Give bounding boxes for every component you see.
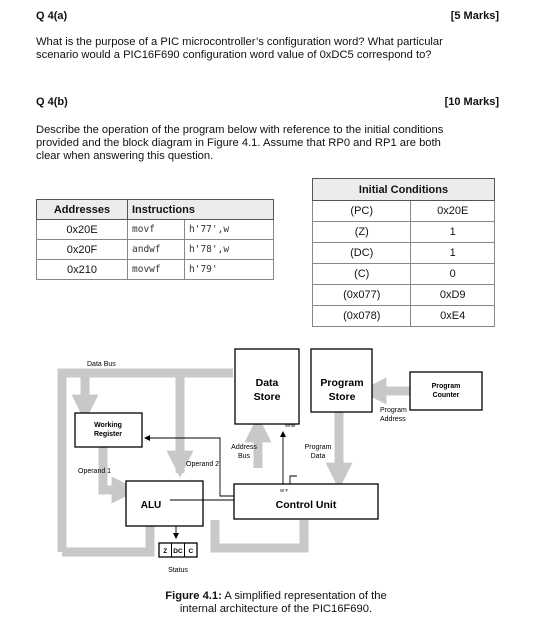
q4a-marks: [5 Marks] bbox=[450, 10, 499, 22]
status-register-box bbox=[158, 542, 198, 558]
initial-conditions-table: Initial Conditions (PC) 0x20E (Z) 1 (DC)… bbox=[311, 178, 495, 327]
condition-value: 1 bbox=[410, 242, 495, 264]
table-row: 0x210 movwf h'79' bbox=[36, 259, 274, 280]
instructions-header: Instructions bbox=[127, 199, 274, 220]
table-row: 0x20E movf h'77',w bbox=[36, 219, 274, 240]
condition-value: 0xD9 bbox=[410, 284, 495, 306]
condition-name: (C) bbox=[311, 263, 412, 285]
flag-c-label: C bbox=[188, 548, 193, 555]
data-store-box bbox=[234, 348, 300, 425]
operand-cell: h'78',w bbox=[184, 239, 274, 260]
bus-arrows bbox=[57, 368, 410, 557]
program-counter-box bbox=[409, 371, 483, 411]
opcode-cell: andwf bbox=[127, 239, 185, 260]
working-register-box bbox=[74, 412, 143, 448]
flag-dc-label: DC bbox=[173, 548, 183, 555]
address-bus-label: Bus bbox=[238, 453, 251, 460]
q4b-text-line: Describe the operation of the program be… bbox=[36, 124, 444, 136]
condition-value: 0x20E bbox=[410, 200, 495, 222]
alu-box bbox=[125, 480, 204, 527]
block-diagram: Data Bus Working Register Operand 1 Oper… bbox=[57, 348, 483, 574]
q4b-marks: [10 Marks] bbox=[444, 96, 499, 108]
alu-output-path bbox=[62, 524, 155, 557]
condition-name: (0x077) bbox=[311, 284, 412, 306]
conditions-title: Initial Conditions bbox=[312, 178, 495, 201]
operand-cell: h'77',w bbox=[184, 219, 274, 240]
q4b-heading: Q 4(b) bbox=[36, 96, 68, 108]
q4a-text: What is the purpose of a PIC microcontro… bbox=[36, 36, 443, 62]
program-address-label: Address bbox=[380, 416, 406, 423]
q4b-text: Describe the operation of the program be… bbox=[36, 124, 443, 162]
operand-cell: h'79' bbox=[184, 259, 274, 280]
working-register-label: Register bbox=[94, 431, 122, 438]
caption-label: Figure 4.1: bbox=[165, 590, 222, 602]
table-row: (0x078) 0xE4 bbox=[311, 305, 495, 327]
status-label: Status bbox=[168, 567, 188, 574]
control-to-w-line bbox=[144, 435, 234, 497]
data-store-label: Data bbox=[256, 377, 279, 389]
operand1-label: Operand 1 bbox=[78, 468, 111, 475]
program-table: Addresses Instructions 0x20E movf h'77',… bbox=[36, 199, 274, 280]
caption-line: internal architecture of the PIC16F690. bbox=[179, 603, 373, 615]
control-unit-label: Control Unit bbox=[276, 499, 337, 511]
table-row: (C) 0 bbox=[311, 263, 495, 285]
write-label: Write bbox=[285, 423, 296, 428]
program-data-label: Data bbox=[311, 453, 326, 460]
address-cell: 0x20E bbox=[36, 219, 128, 240]
program-store-box bbox=[310, 348, 373, 413]
addresses-header: Addresses bbox=[36, 199, 128, 220]
program-data-label: Program bbox=[305, 444, 332, 451]
q4a-text-line: What is the purpose of a PIC microcontro… bbox=[36, 36, 443, 48]
program-table-header: Addresses Instructions bbox=[36, 199, 274, 220]
program-address-label: Program bbox=[380, 407, 407, 414]
conditions-header: Initial Conditions bbox=[312, 178, 495, 201]
q4b-text-line: provided and the block diagram in Figure… bbox=[36, 136, 441, 149]
table-row: (DC) 1 bbox=[311, 242, 495, 264]
program-counter-label: Program bbox=[432, 383, 461, 390]
opcode-cell: movwf bbox=[127, 259, 185, 280]
q4a-text-line: scenario would a PIC16F690 configuration… bbox=[36, 48, 432, 61]
table-row: (PC) 0x20E bbox=[311, 200, 495, 222]
table-row: (Z) 1 bbox=[311, 221, 495, 243]
condition-name: (Z) bbox=[311, 221, 412, 243]
alu-label: ALU bbox=[141, 500, 162, 511]
working-register-label: Working bbox=[94, 422, 122, 429]
control-bottom-path bbox=[210, 520, 309, 553]
data-bus-label: Data Bus bbox=[87, 361, 116, 368]
f-signal-line bbox=[289, 475, 297, 484]
address-bus-label: Address bbox=[231, 444, 257, 451]
operand2-label: Operand 2 bbox=[186, 461, 219, 468]
q4b-text-line: clear when answering this question. bbox=[36, 149, 214, 162]
wf-label: W F bbox=[280, 488, 288, 493]
address-cell: 0x20F bbox=[36, 239, 128, 260]
condition-value: 0xE4 bbox=[410, 305, 495, 327]
table-row: 0x20F andwf h'78',w bbox=[36, 239, 274, 260]
table-row: (0x077) 0xD9 bbox=[311, 284, 495, 306]
control-unit-box bbox=[233, 483, 379, 520]
condition-value: 0 bbox=[410, 263, 495, 285]
condition-value: 1 bbox=[410, 221, 495, 243]
flag-z-label: Z bbox=[163, 548, 167, 555]
caption-line: Figure 4.1: A simplified representation … bbox=[146, 590, 406, 603]
program-store-label: Store bbox=[329, 391, 356, 403]
condition-name: (PC) bbox=[311, 200, 412, 222]
condition-name: (DC) bbox=[311, 242, 412, 264]
condition-name: (0x078) bbox=[311, 305, 412, 327]
caption-text: A simplified representation of the bbox=[221, 590, 387, 602]
program-counter-label: Counter bbox=[433, 392, 460, 399]
q4a-heading: Q 4(a) bbox=[36, 10, 68, 22]
address-cell: 0x210 bbox=[36, 259, 128, 280]
opcode-cell: movf bbox=[127, 219, 185, 240]
program-store-label: Program bbox=[320, 377, 363, 389]
figure-caption: Figure 4.1: A simplified representation … bbox=[146, 590, 406, 616]
data-store-label: Store bbox=[254, 391, 281, 403]
operand1-arrow bbox=[98, 447, 139, 504]
